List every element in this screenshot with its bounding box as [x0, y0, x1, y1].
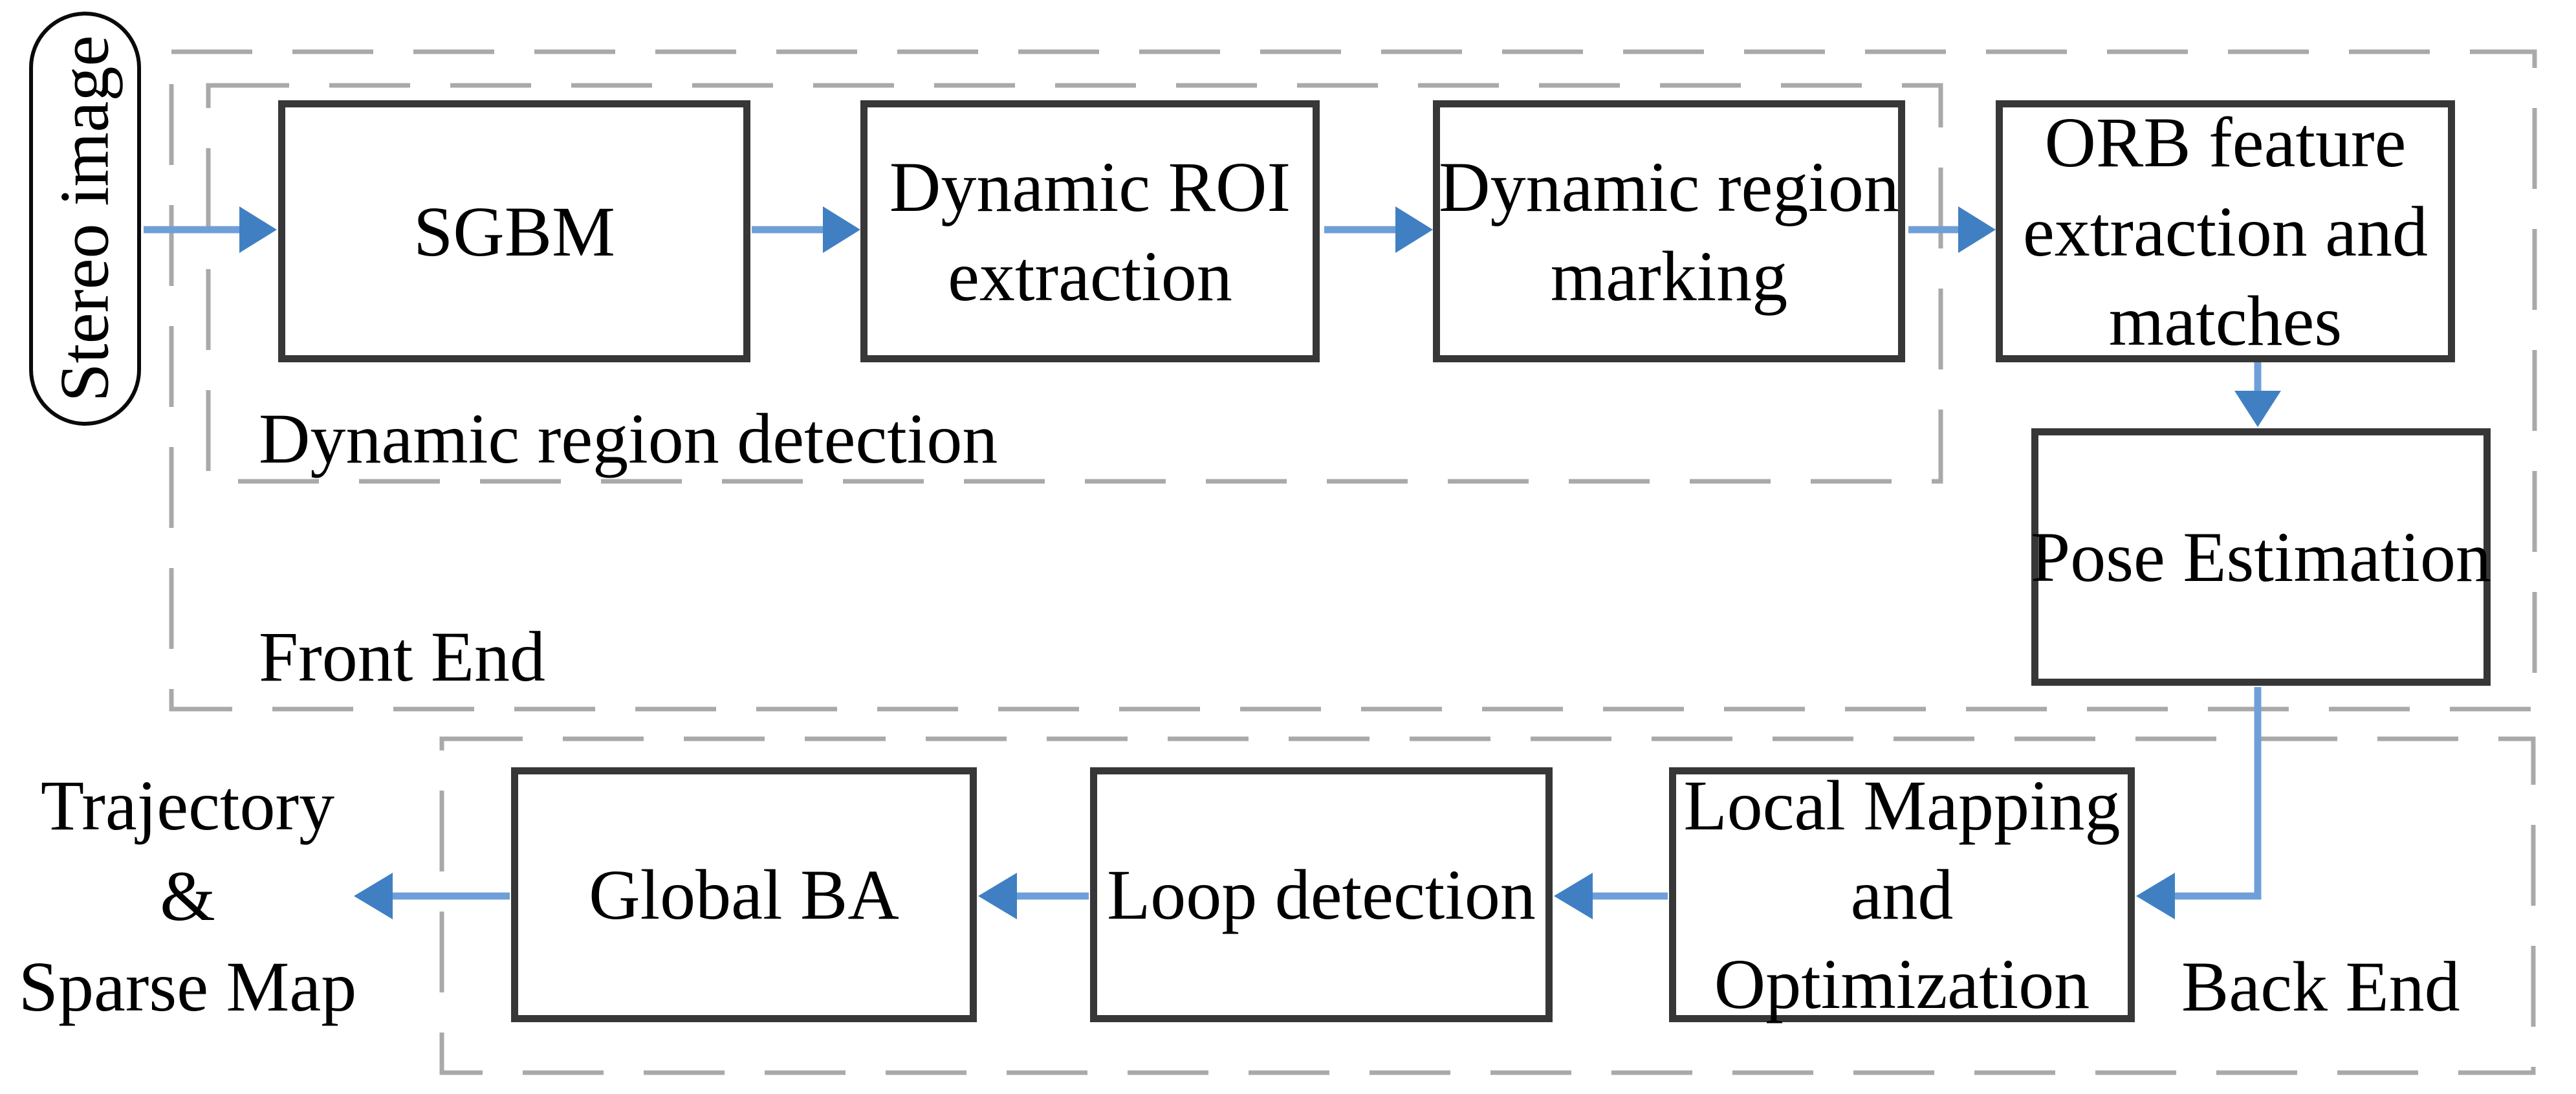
arrow-global-ba-to-output	[354, 873, 510, 919]
arrow-sgbm-to-dynamic-roi	[752, 206, 860, 253]
dynamic-region-detection-label: Dynamic region detection	[259, 399, 998, 478]
dynamic-region-marking-label: Dynamic region marking	[1439, 147, 1899, 316]
loop-detection-node: Loop detection	[1090, 767, 1553, 1022]
local-mapping-label: Local Mapping and Optimization	[1683, 766, 2121, 1023]
loop-detection-label: Loop detection	[1107, 855, 1536, 934]
back-end-container	[439, 736, 2536, 1075]
stereo-image-node: Stereo image	[29, 12, 141, 426]
stereo-image-label: Stereo image	[46, 35, 124, 402]
front-end-label: Front End	[259, 617, 546, 696]
arrow-stereo-to-sgbm	[144, 206, 277, 253]
dynamic-region-marking-node: Dynamic region marking	[1433, 100, 1905, 362]
trajectory-sparse-map-label: Trajectory & Sparse Map	[18, 766, 357, 1026]
local-mapping-node: Local Mapping and Optimization	[1669, 766, 2135, 1023]
dynamic-roi-extraction-node: Dynamic ROI extraction	[860, 100, 1320, 362]
dynamic-region-detection-container	[206, 83, 1943, 484]
arrow-pose-to-local-mapping	[2136, 687, 2262, 919]
back-end-label: Back End	[2181, 947, 2460, 1026]
sgbm-node: SGBM	[278, 100, 750, 362]
arrow-marking-to-orb	[1908, 206, 1996, 253]
pose-estimation-label: Pose Estimation	[2031, 518, 2491, 596]
global-ba-node: Global BA	[511, 767, 977, 1022]
pose-estimation-node: Pose Estimation	[2031, 428, 2491, 686]
dynamic-roi-extraction-label: Dynamic ROI extraction	[889, 147, 1291, 316]
arrow-dynamic-roi-to-marking	[1324, 206, 1433, 253]
arrow-local-mapping-to-loop	[1554, 873, 1668, 919]
arrow-orb-to-pose	[2234, 362, 2281, 427]
orb-feature-node: ORB feature extraction and matches	[1996, 100, 2455, 362]
orb-feature-label: ORB feature extraction and matches	[2022, 102, 2429, 360]
global-ba-label: Global BA	[589, 855, 899, 934]
arrow-loop-to-global-ba	[978, 873, 1089, 919]
front-end-container	[169, 49, 2537, 712]
sgbm-label: SGBM	[413, 191, 615, 271]
